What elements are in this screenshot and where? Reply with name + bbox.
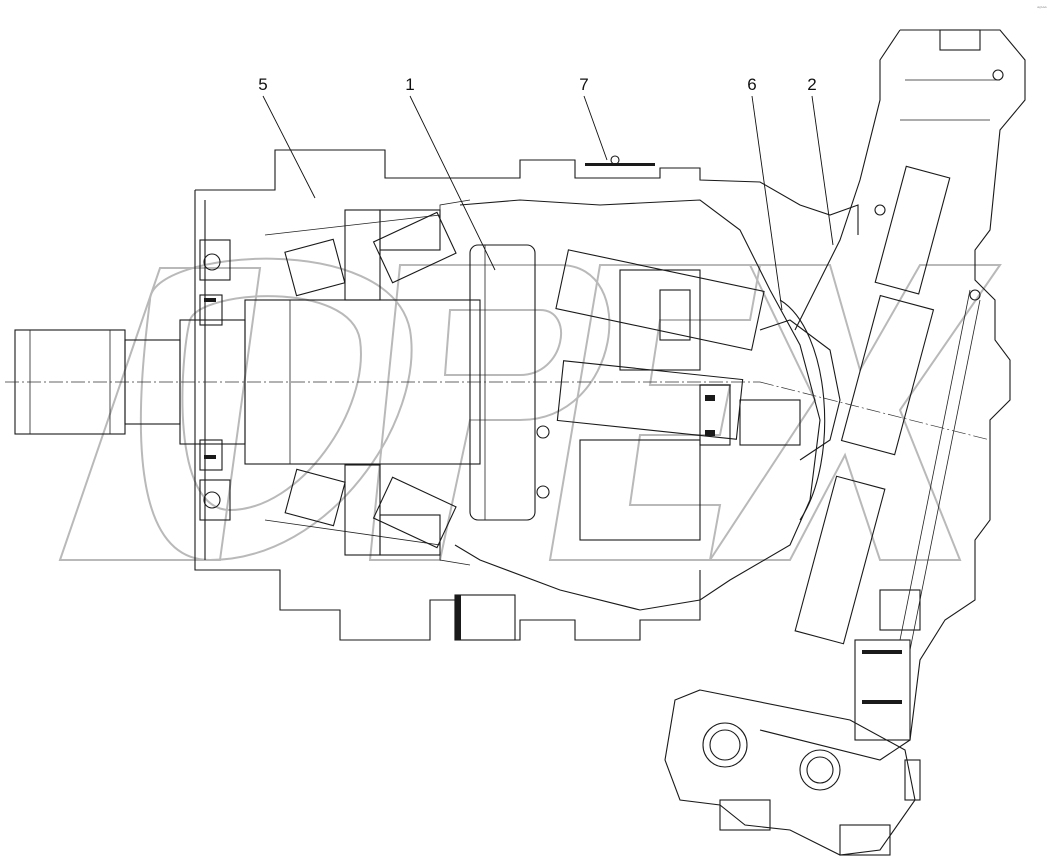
center-line <box>5 381 991 441</box>
callout-label-2: 2 <box>807 75 816 94</box>
cylinder-block <box>454 199 821 611</box>
port-plate <box>739 299 841 521</box>
watermark-logo <box>58 257 1002 562</box>
shaft-seals <box>199 239 231 521</box>
callout-label-7: 7 <box>579 75 588 94</box>
drive-flange <box>469 244 550 521</box>
pump-housing <box>194 149 859 641</box>
corner-mark: ᵒ⁽ᵒᵒᵒ <box>1037 6 1047 12</box>
housing-boss <box>454 594 516 641</box>
roller-bearings <box>284 209 457 556</box>
callout-label-1: 1 <box>405 75 414 94</box>
callout-label-6: 6 <box>747 75 756 94</box>
nameplate <box>585 155 655 166</box>
callout-labels: 5 1 7 6 2 <box>258 75 816 94</box>
port-block <box>664 689 921 856</box>
control-head <box>759 29 1026 761</box>
leader-lines <box>262 95 834 311</box>
callout-label-5: 5 <box>258 75 267 94</box>
